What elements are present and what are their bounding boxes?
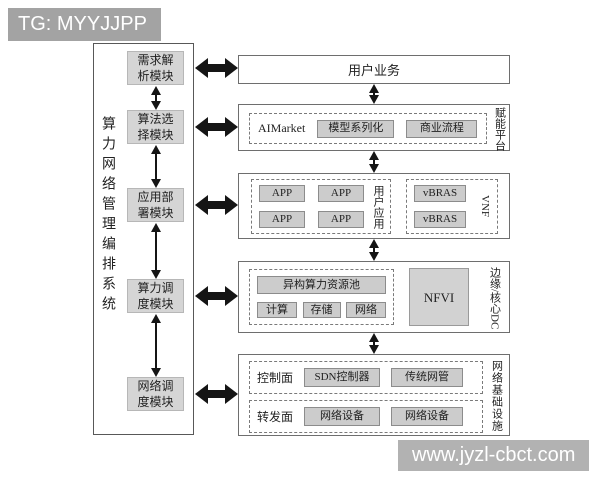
dc-side-label: 边缘/核心DC	[488, 266, 501, 330]
app-box: APP	[318, 185, 364, 202]
user-business-box: 用户业务	[238, 55, 510, 84]
resource-row: 计算 存储 网络	[257, 302, 386, 318]
compute-box: 计算	[257, 302, 297, 318]
module-compute-sched: 算力调度模块	[127, 279, 184, 313]
apps-box: APP APP APP APP 用户应用 vBRAS vBRAS VNF	[238, 173, 510, 239]
watermark: www.jyzl-cbct.com	[398, 440, 590, 471]
dc-box: 异构算力资源池 计算 存储 网络 NFVI 边缘/核心DC	[238, 261, 510, 333]
horizontal-double-arrow-icon	[195, 285, 238, 307]
model-serialization-box: 模型系列化	[317, 119, 395, 138]
horizontal-double-arrow-icon	[195, 57, 238, 79]
nfvi-box: NFVI	[409, 268, 469, 326]
vertical-double-arrow-icon	[150, 314, 162, 377]
vertical-double-arrow-icon	[150, 86, 162, 110]
orchestrator-box	[93, 43, 194, 435]
horizontal-double-arrow-icon	[195, 116, 238, 138]
vertical-double-arrow-icon	[150, 145, 162, 188]
platform-side-label: 赋能平台	[493, 106, 506, 151]
control-plane-label: 控制面	[257, 371, 294, 385]
app-box: APP	[259, 211, 305, 228]
vertical-double-arrow-icon	[368, 239, 380, 261]
vbras-box: vBRAS	[414, 185, 466, 202]
orchestrator-title: 算力网络管理编排系统	[100, 116, 115, 316]
app-grid: APP APP APP APP	[259, 185, 364, 228]
hetero-pool-box: 异构算力资源池	[257, 276, 386, 294]
compute-pool-group: 异构算力资源池 计算 存储 网络	[249, 269, 394, 325]
corner-tag: TG: MYYJJPP	[8, 8, 161, 41]
module-network-sched: 网络调度模块	[127, 377, 184, 411]
network-device-box: 网络设备	[304, 407, 381, 426]
horizontal-double-arrow-icon	[195, 194, 238, 216]
vbras-stack: vBRAS vBRAS	[414, 185, 466, 228]
user-app-side-label: 用户应用	[372, 184, 384, 229]
vnf-side-label: VNF	[479, 195, 491, 218]
network-box: 网络	[346, 302, 386, 318]
storage-box: 存储	[302, 302, 341, 318]
vertical-double-arrow-icon	[150, 223, 162, 279]
module-demand-parse: 需求解析模块	[127, 51, 184, 85]
ai-market-label: AIMarket	[258, 121, 306, 135]
control-plane-group: 控制面 SDN控制器 传统网管	[249, 361, 483, 394]
network-device-box: 网络设备	[391, 407, 464, 426]
vertical-double-arrow-icon	[368, 333, 380, 354]
sdn-controller-box: SDN控制器	[304, 368, 381, 387]
app-box: APP	[318, 211, 364, 228]
horizontal-double-arrow-icon	[195, 383, 238, 405]
infrastructure-side-label: 网络基础设施	[490, 360, 503, 432]
platform-box: AIMarket 模型系列化 商业流程 赋能平台	[238, 104, 510, 151]
vertical-double-arrow-icon	[368, 151, 380, 173]
vnf-group: vBRAS vBRAS VNF	[406, 179, 498, 234]
business-process-box: 商业流程	[406, 119, 478, 138]
vbras-box: vBRAS	[414, 211, 466, 228]
legacy-nms-box: 传统网管	[391, 368, 464, 387]
forward-plane-group: 转发面 网络设备 网络设备	[249, 400, 483, 433]
ai-market-group: AIMarket 模型系列化 商业流程	[249, 113, 487, 144]
infrastructure-box: 控制面 SDN控制器 传统网管 转发面 网络设备 网络设备 网络基础设施	[238, 354, 510, 436]
forward-plane-label: 转发面	[257, 410, 294, 424]
app-box: APP	[259, 185, 305, 202]
module-app-deploy: 应用部署模块	[127, 188, 184, 222]
module-algo-select: 算法选择模块	[127, 110, 184, 144]
vertical-double-arrow-icon	[368, 84, 380, 104]
user-app-group: APP APP APP APP 用户应用	[251, 179, 391, 234]
